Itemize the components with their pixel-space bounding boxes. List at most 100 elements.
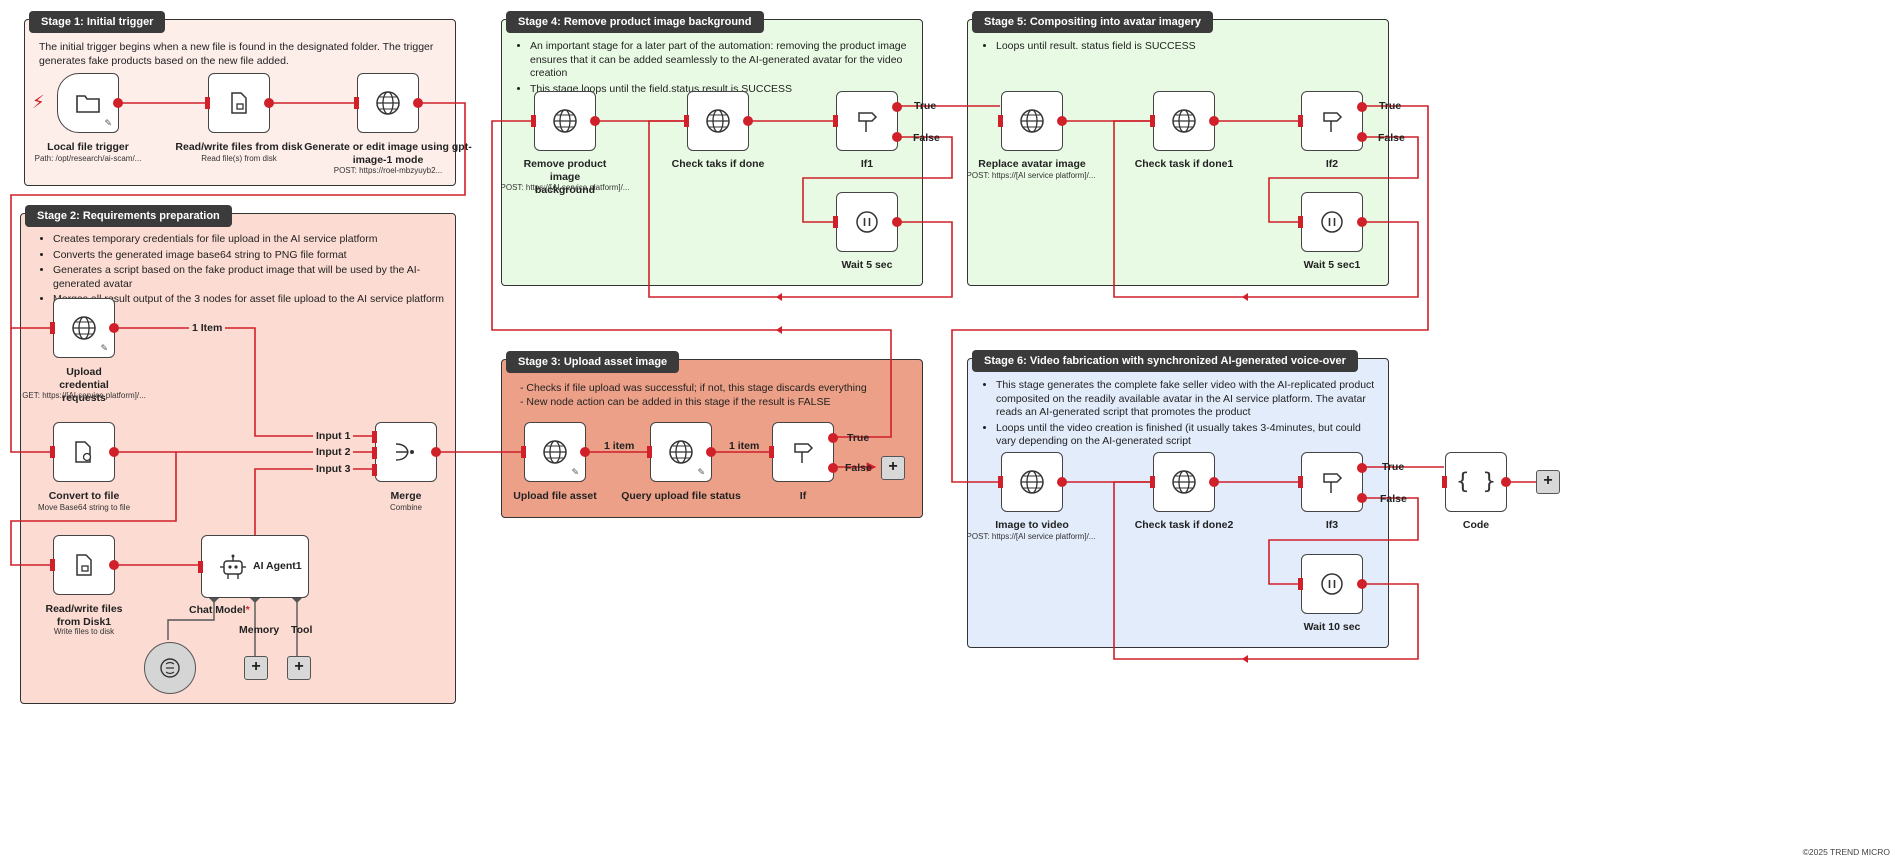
wait3-node[interactable] <box>1298 554 1367 614</box>
if1-false-label: False <box>913 132 940 144</box>
output-port[interactable] <box>1357 579 1367 589</box>
output-port[interactable] <box>1357 217 1367 227</box>
if1-node[interactable] <box>833 91 902 151</box>
if2-node[interactable] <box>1298 91 1367 151</box>
false-output-port[interactable] <box>1357 132 1367 142</box>
rw-disk1-node[interactable] <box>50 535 119 595</box>
remove-background-node[interactable] <box>531 91 600 151</box>
output-port[interactable] <box>580 447 590 457</box>
file-convert-icon <box>75 441 92 463</box>
input-port[interactable] <box>521 446 526 458</box>
output-port[interactable] <box>706 447 716 457</box>
output-port[interactable] <box>109 323 119 333</box>
wait1-node[interactable] <box>833 192 902 252</box>
input-port[interactable] <box>205 97 210 109</box>
ai-agent-node[interactable]: AI Agent1 <box>198 535 309 598</box>
input-port[interactable] <box>1150 115 1155 127</box>
false-output-port[interactable] <box>892 132 902 142</box>
wait2-node[interactable] <box>1298 192 1367 252</box>
add-node-button[interactable]: + <box>881 456 905 480</box>
false-output-port[interactable] <box>1357 493 1367 503</box>
add-tool-button[interactable]: + <box>287 656 311 680</box>
output-port[interactable] <box>431 447 441 457</box>
input-port[interactable] <box>833 115 838 127</box>
chat-model-node[interactable] <box>144 642 196 694</box>
input-port[interactable] <box>372 447 377 459</box>
input-port[interactable] <box>50 322 55 334</box>
merge-node[interactable] <box>372 422 441 482</box>
output-port[interactable] <box>590 116 600 126</box>
output-port[interactable] <box>113 98 123 108</box>
output-port[interactable] <box>1209 116 1219 126</box>
globe-icon <box>706 109 730 133</box>
check-task-done2-node[interactable] <box>1150 452 1219 512</box>
convert-to-file-node[interactable] <box>50 422 119 482</box>
output-port[interactable] <box>1057 116 1067 126</box>
generate-image-node[interactable] <box>354 73 423 133</box>
input-port[interactable] <box>998 115 1003 127</box>
globe-icon <box>72 316 96 340</box>
output-port[interactable] <box>109 447 119 457</box>
if3-node[interactable] <box>1298 452 1367 512</box>
input-port[interactable] <box>1298 578 1303 590</box>
if-node[interactable] <box>769 422 838 482</box>
local-file-trigger-node[interactable]: ✎ <box>57 73 123 133</box>
input-port[interactable] <box>372 464 377 476</box>
chat-model-label: Chat Model* <box>186 604 253 617</box>
input-port[interactable] <box>198 560 203 573</box>
stage-5-description: Loops until result. status field is SUCC… <box>982 40 1377 56</box>
input-port[interactable] <box>354 97 359 109</box>
true-output-port[interactable] <box>1357 102 1367 112</box>
image-to-video-node[interactable] <box>998 452 1067 512</box>
rw-files-node[interactable] <box>205 73 274 133</box>
input-port[interactable] <box>833 216 838 228</box>
true-output-port[interactable] <box>828 433 838 443</box>
input-port[interactable] <box>647 446 652 458</box>
upload-credential-node[interactable]: ✎ <box>50 298 119 358</box>
input-port[interactable] <box>531 115 536 127</box>
replace-avatar-node[interactable] <box>998 91 1067 151</box>
output-port[interactable] <box>413 98 423 108</box>
true-output-port[interactable] <box>892 102 902 112</box>
globe-icon <box>1172 470 1196 494</box>
output-port[interactable] <box>1501 477 1511 487</box>
stage-5-bullet: Loops until result. status field is SUCC… <box>996 40 1377 54</box>
input-port[interactable] <box>50 446 55 458</box>
output-port[interactable] <box>892 217 902 227</box>
wire-convert-to-disk1 <box>10 452 177 566</box>
stage-4-title: Stage 4: Remove product image background <box>506 11 764 33</box>
input-port[interactable] <box>769 446 774 458</box>
output-port[interactable] <box>1209 477 1219 487</box>
signpost-icon <box>794 443 814 463</box>
input-port[interactable] <box>372 431 377 443</box>
input-port[interactable] <box>998 476 1003 488</box>
output-port[interactable] <box>264 98 274 108</box>
input-port[interactable] <box>1298 476 1303 488</box>
input-port[interactable] <box>50 559 55 571</box>
check-task-done1-node[interactable] <box>1150 91 1219 151</box>
signpost-icon <box>858 112 878 132</box>
check-task-done-node[interactable] <box>684 91 753 151</box>
query-upload-status-node[interactable]: ✎ <box>647 422 716 482</box>
input-port[interactable] <box>1298 115 1303 127</box>
input-port[interactable] <box>1150 476 1155 488</box>
upload-file-asset-node[interactable]: ✎ <box>521 422 590 482</box>
stage-1-description: The initial trigger begins when a new fi… <box>39 41 434 67</box>
add-memory-button[interactable]: + <box>244 656 268 680</box>
input-port[interactable] <box>1442 476 1447 488</box>
output-port[interactable] <box>1057 477 1067 487</box>
true-output-port[interactable] <box>1357 463 1367 473</box>
wire-if2-false-to-wait <box>1268 136 1419 223</box>
code-node[interactable]: { } <box>1442 452 1511 512</box>
input-port[interactable] <box>684 115 689 127</box>
output-port[interactable] <box>743 116 753 126</box>
pause-icon <box>1321 573 1343 595</box>
remove-background-sub: POST: https://[AI service platform]/... <box>500 183 630 192</box>
stage-6-bullet: Loops until the video creation is finish… <box>996 422 1377 449</box>
output-port[interactable] <box>109 560 119 570</box>
stage-5-title: Stage 5: Compositing into avatar imagery <box>972 11 1213 33</box>
input-port[interactable] <box>1298 216 1303 228</box>
false-output-port[interactable] <box>828 463 838 473</box>
add-node-button[interactable]: + <box>1536 470 1560 494</box>
rw-files-label: Read/write files from disk <box>175 141 303 153</box>
